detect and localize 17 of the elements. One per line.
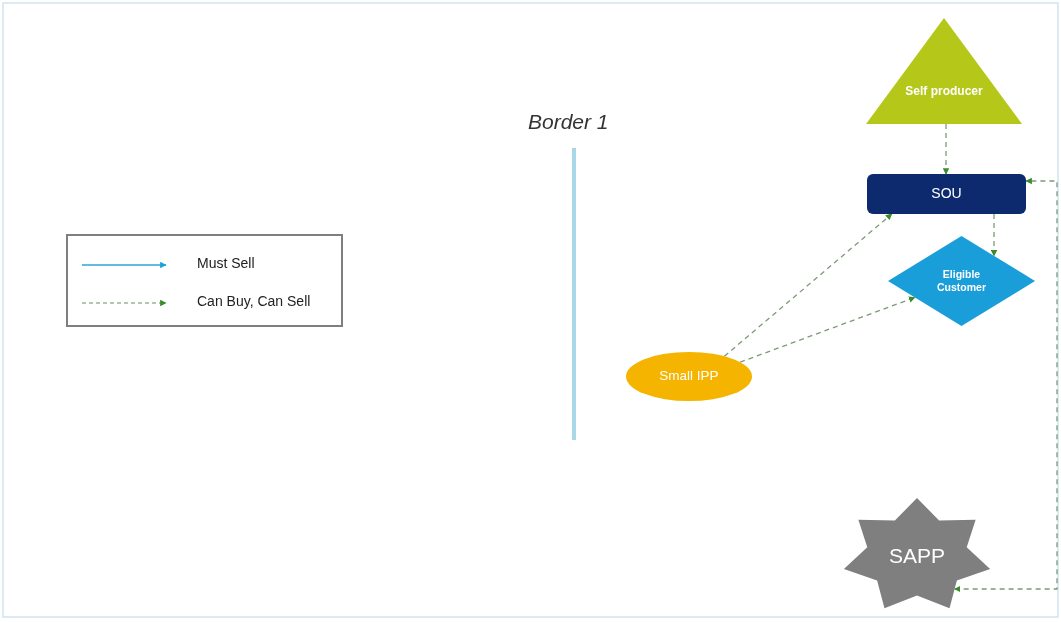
legend-label: Can Buy, Can Sell [197,293,311,309]
producer-ellipse [626,352,752,401]
node-label: Self producer [905,83,983,99]
border-label: Border 1 [528,110,609,134]
legend-label: Must Sell [197,255,255,271]
arrow [723,213,893,357]
arrow [990,213,998,257]
decision-diamond [888,236,1035,326]
arrow [942,123,950,175]
node-label: SOU [931,185,962,203]
arrow [954,177,1058,593]
arrow [739,296,916,363]
node-label: SAPP [889,542,945,569]
node-label: Small IPP [659,368,719,385]
producer-triangle [866,18,1022,124]
process-box [867,174,1026,214]
node-label: Eligible Customer [936,267,987,295]
